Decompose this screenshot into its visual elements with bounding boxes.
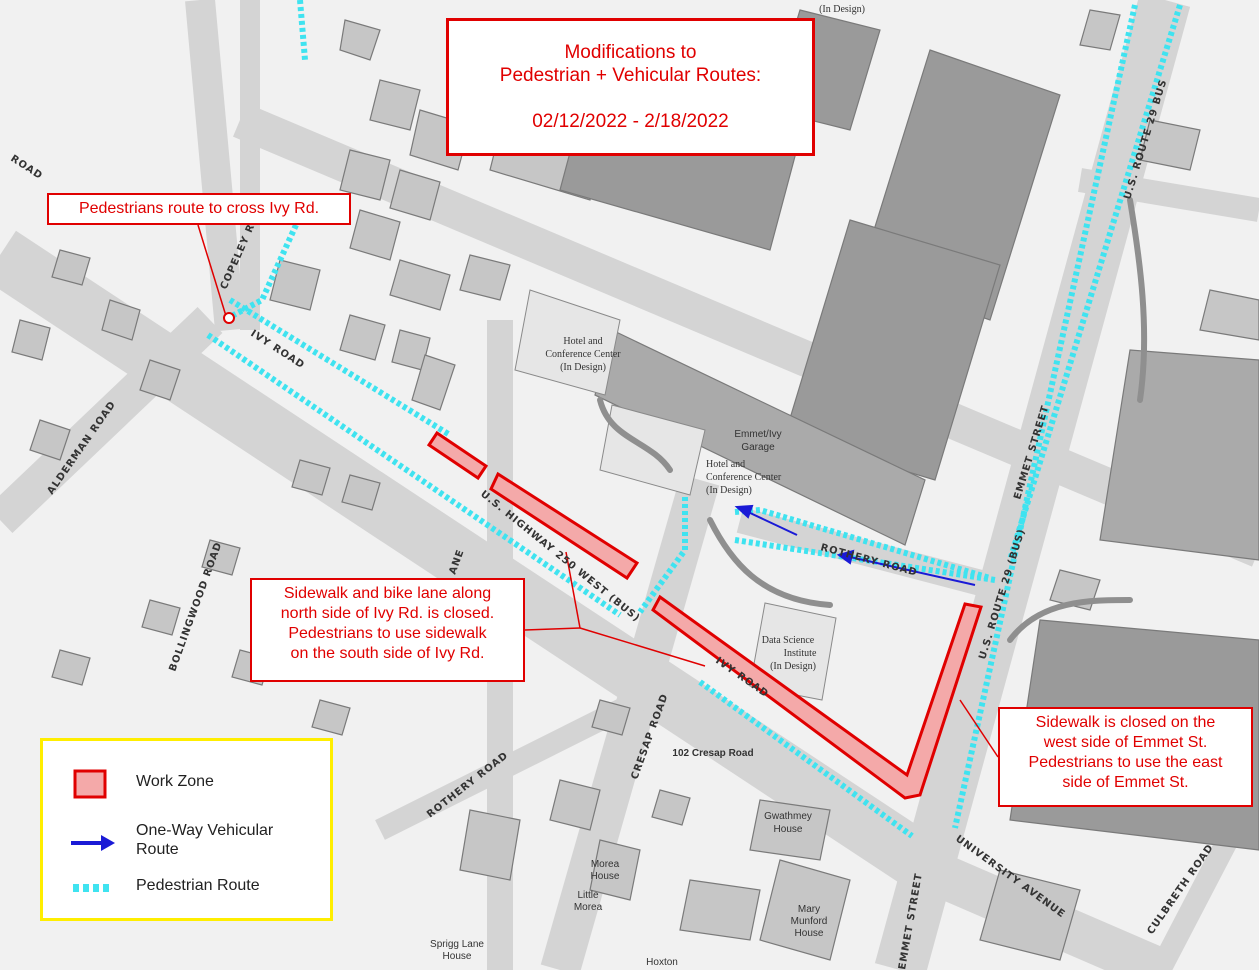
mary-munford-label-line1: Mary [798, 904, 820, 915]
legend-row-pedestrian: Pedestrian Route [43, 877, 330, 901]
hoxton-label: Hoxton [646, 957, 678, 968]
data-science-label-line2: Institute [784, 648, 817, 659]
little-morea-label-line2: Morea [574, 902, 603, 913]
work-zone-3 [651, 594, 983, 800]
title-line-2: Pedestrian + Vehicular Routes: [499, 65, 762, 86]
gwathmey-label-line2: House [774, 824, 803, 835]
legend-row-one-way: One-Way Vehicular Route [43, 821, 330, 865]
title-callout: Modifications to Pedestrian + Vehicular … [446, 18, 815, 156]
hotel-2-label-line1: Hotel and [706, 459, 745, 470]
mary-munford-label-line2: Munford [791, 916, 828, 927]
sprigg-lane-label-line1: Sprigg Lane [430, 939, 484, 950]
title-line-1: Modifications to [564, 42, 697, 63]
pedestrian-crossing-text: Pedestrians route to cross Ivy Rd. [78, 200, 320, 217]
emmet-closed-line-2: west side of Emmet St. [1043, 734, 1208, 751]
legend-one-way-label-2: Route [136, 841, 179, 858]
sprigg-lane-label-line2: House [443, 951, 472, 962]
building-labels: (In Design) Hotel and Conference Center … [430, 4, 865, 968]
emmet-closed-line-4: side of Emmet St. [1062, 774, 1189, 791]
one-way-arrows [734, 504, 976, 586]
work-zone-1 [426, 430, 489, 481]
ivy-closed-line-3: Pedestrians to use sidewalk [288, 625, 487, 642]
in-design-top-label: (In Design) [819, 4, 865, 15]
data-science-label-line1: Data Science [762, 635, 815, 646]
hotel-2-label-line3: (In Design) [706, 485, 752, 496]
legend-work-zone-label: Work Zone [136, 773, 214, 790]
hotel-1-label-line2: Conference Center [545, 349, 621, 360]
map-legend: Work Zone One-Way Vehicular Route Pedest… [40, 738, 333, 921]
gwathmey-label-line1: Gwathmey [764, 811, 812, 822]
hotel-1-label-line1: Hotel and [563, 336, 602, 347]
work-zone-2 [489, 471, 640, 581]
mary-munford-label-line3: House [795, 928, 824, 939]
morea-label-line2: House [591, 871, 620, 882]
callout-leaders [197, 224, 999, 758]
work-zone-swatch [73, 769, 107, 799]
garage-label-line1: Emmet/Ivy [734, 429, 781, 440]
emmet-closed-line-1: Sidewalk is closed on the [1035, 714, 1216, 731]
walkways [597, 197, 1148, 643]
ivy-sidewalk-closed-callout: Sidewalk and bike lane along north side … [250, 578, 525, 682]
little-morea-label-line1: Little [577, 890, 599, 901]
pedestrian-route-swatch [73, 884, 113, 892]
legend-row-work-zone: Work Zone [43, 765, 330, 805]
morea-label-line1: Morea [591, 859, 620, 870]
one-way-arrow-icon [71, 835, 115, 851]
ivy-closed-line-2: north side of Ivy Rd. is closed. [280, 605, 495, 622]
garage-label-line2: Garage [741, 442, 775, 453]
hotel-1-label-line3: (In Design) [560, 362, 606, 373]
cresap-102-label: 102 Cresap Road [672, 748, 753, 759]
hotel-2-label-line2: Conference Center [706, 472, 782, 483]
title-dates: 02/12/2022 - 2/18/2022 [532, 111, 729, 132]
legend-one-way-label-1: One-Way Vehicular [136, 822, 274, 839]
work-zones [426, 430, 983, 800]
ivy-closed-line-4: on the south side of Ivy Rd. [290, 645, 485, 662]
emmet-sidewalk-closed-callout: Sidewalk is closed on the west side of E… [998, 707, 1253, 807]
data-science-label-line3: (In Design) [770, 661, 816, 672]
pedestrian-crossing-callout: Pedestrians route to cross Ivy Rd. [47, 193, 351, 225]
crossing-point-marker [223, 312, 235, 324]
legend-pedestrian-label: Pedestrian Route [136, 877, 260, 894]
ivy-closed-line-1: Sidewalk and bike lane along [283, 585, 492, 602]
emmet-closed-line-3: Pedestrians to use the east [1028, 754, 1223, 771]
